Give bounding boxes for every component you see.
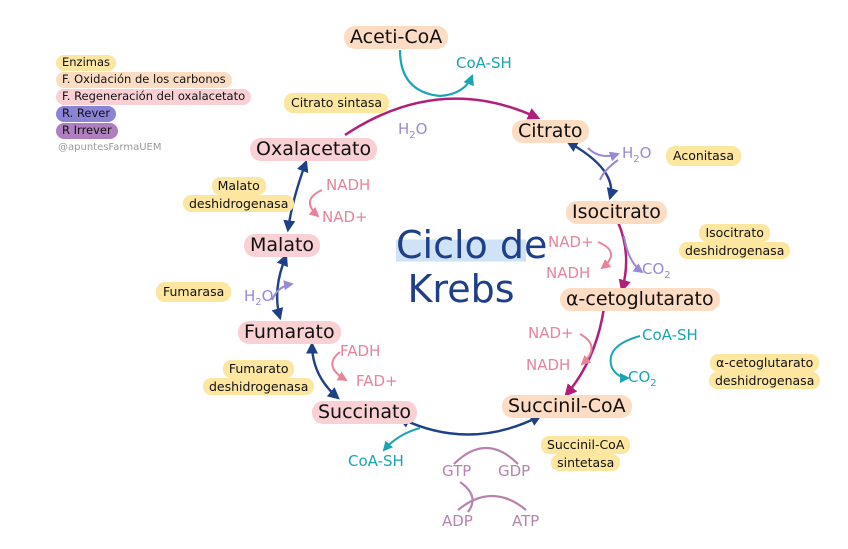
cofactor-coash-1: CoA-SH [456,54,512,72]
cofactor-co2-2: CO2 [628,370,657,389]
arrow-acetil-coash [398,49,474,98]
h2o-2-sub: 2 [633,154,640,165]
metabolite-succinil-coa: Succinil-CoA [502,395,632,418]
arrow-succinato-fumarato [306,341,340,400]
h2o-1-sub: 2 [409,130,416,141]
cofactor-coash-3: CoA-SH [348,452,404,470]
legend-irrever: R Irrever [56,123,118,139]
arc-adp-atp [457,494,527,511]
cofactor-nadh-1: NADH [546,264,591,282]
cofactor-coash-2: CoA-SH [642,326,698,344]
cofactor-nadh-3: NADH [326,176,371,194]
enzyme-fumarasa: Fumarasa [156,282,232,302]
h2o-3-sub: 2 [255,297,262,308]
cofactor-fad: FAD+ [356,372,398,390]
enzyme-isocitrato-dh-line2: deshidrogenasa [679,241,791,260]
h2o-2-o: O [639,144,652,162]
metabolite-fumarato: Fumarato [238,321,341,344]
arrow-nadh-malato [308,189,323,218]
arrow-nad-akg [579,333,593,366]
legend-credit: @apuntesFarmaUEM [58,142,162,153]
cofactor-nad-3: NAD+ [322,208,368,226]
arrow-isocitrato-akg [616,221,631,293]
enzyme-fumarato-dh-line1: Fumarato [222,360,295,378]
metabolite-acetil-coa: Aceti-CoA [344,26,449,49]
arrow-co2-isocitrato [623,235,644,274]
co2-2-sub: 2 [650,378,657,389]
cofactor-h2o-1: H2O [398,122,427,141]
metabolite-oxalacetato: Oxalacetato [250,138,378,161]
enzyme-succinil-line1: Succinil-CoA [541,436,631,454]
cofactor-nad-2: NAD+ [528,324,574,342]
arrow-oxalacetato-citrato [344,97,541,137]
arrow-h2o-fumarasa [271,280,294,301]
enzyme-citrato-sintasa: Citrato sintasa [284,93,390,113]
cofactor-atp: ATP [512,512,540,530]
enzyme-akg-dh-line2: deshidrogenasa [709,371,821,390]
legend-oxidacion: F. Oxidación de los carbonos [56,72,232,88]
arrow-fadh [331,351,348,382]
arc-gtp-adp [459,481,474,513]
enzyme-isocitrato-dh-line1: Isocitrato [699,224,770,242]
cofactor-fadh: FADH [340,342,381,360]
h2o-3-o: O [261,287,274,305]
arrow-h2o-aconitasa-2 [599,159,619,181]
legend-regeneracion: F. Regeneración del oxalacetato [56,89,252,105]
cofactor-co2-1: CO2 [642,262,671,281]
enzyme-aconitasa: Aconitasa [666,146,741,166]
enzyme-malato-dh: Malato deshidrogenasa [176,175,301,214]
co2-1-sub: 2 [664,270,671,281]
co2-1-co: CO [642,260,665,278]
arc-gtp-gdp [453,446,519,465]
h2o-1-h: H [398,120,410,138]
diagram-title: Ciclo de Krebs [396,223,548,311]
arrow-citrato-isocitrato [565,140,619,201]
metabolite-isocitrato: Isocitrato [566,201,667,224]
arrow-malato-oxalacetato [283,159,309,233]
arrow-h2o-aconitasa [587,147,620,162]
cofactor-h2o-3: H2O [244,289,273,308]
enzyme-fumarato-dh-line2: deshidrogenasa [203,377,315,396]
cofactor-gdp: GDP [498,462,531,480]
legend-rever: R. Rever [56,106,117,122]
cofactor-h2o-2: H2O [622,146,651,165]
h2o-3-h: H [244,287,256,305]
enzyme-akg-dh: α-cetoglutarato deshidrogenasa [702,352,827,391]
enzyme-isocitrato-dh: Isocitrato deshidrogenasa [672,222,797,261]
co2-2-co: CO [628,368,651,386]
arrow-coash-succinato [382,427,421,452]
enzyme-succinil-sintetasa: Succinil-CoA sintetasa [534,434,637,473]
metabolite-akg: α-cetoglutarato [560,288,720,311]
metabolite-succinato: Succinato [312,401,418,424]
arrow-fumarato-malato [271,253,288,321]
arrow-coash-akg [609,335,641,383]
h2o-2-h: H [622,144,634,162]
arrow-succinilcoa-succinato [397,414,543,436]
cofactor-nad-1: NAD+ [548,233,594,251]
metabolite-citrato: Citrato [512,120,589,143]
cofactor-adp: ADP [442,512,473,530]
title-line-1: Ciclo de [396,223,548,268]
arrow-nad-isocitrato [597,241,612,270]
enzyme-malato-dh-line1: Malato [211,177,266,195]
title-line-2: Krebs [407,266,515,311]
arrow-akg-succinilcoa [564,307,606,397]
cofactor-nadh-2: NADH [526,356,571,374]
enzyme-akg-dh-line1: α-cetoglutarato [710,354,820,372]
enzyme-succinil-line2: sintetasa [551,453,621,472]
metabolite-malato: Malato [244,234,321,257]
cofactor-gtp: GTP [442,462,472,480]
h2o-1-o: O [415,120,428,138]
legend-enzimas: Enzimas [56,55,117,71]
enzyme-fumarato-dh: Fumarato deshidrogenasa [196,358,321,397]
enzyme-malato-dh-line2: deshidrogenasa [183,194,295,213]
